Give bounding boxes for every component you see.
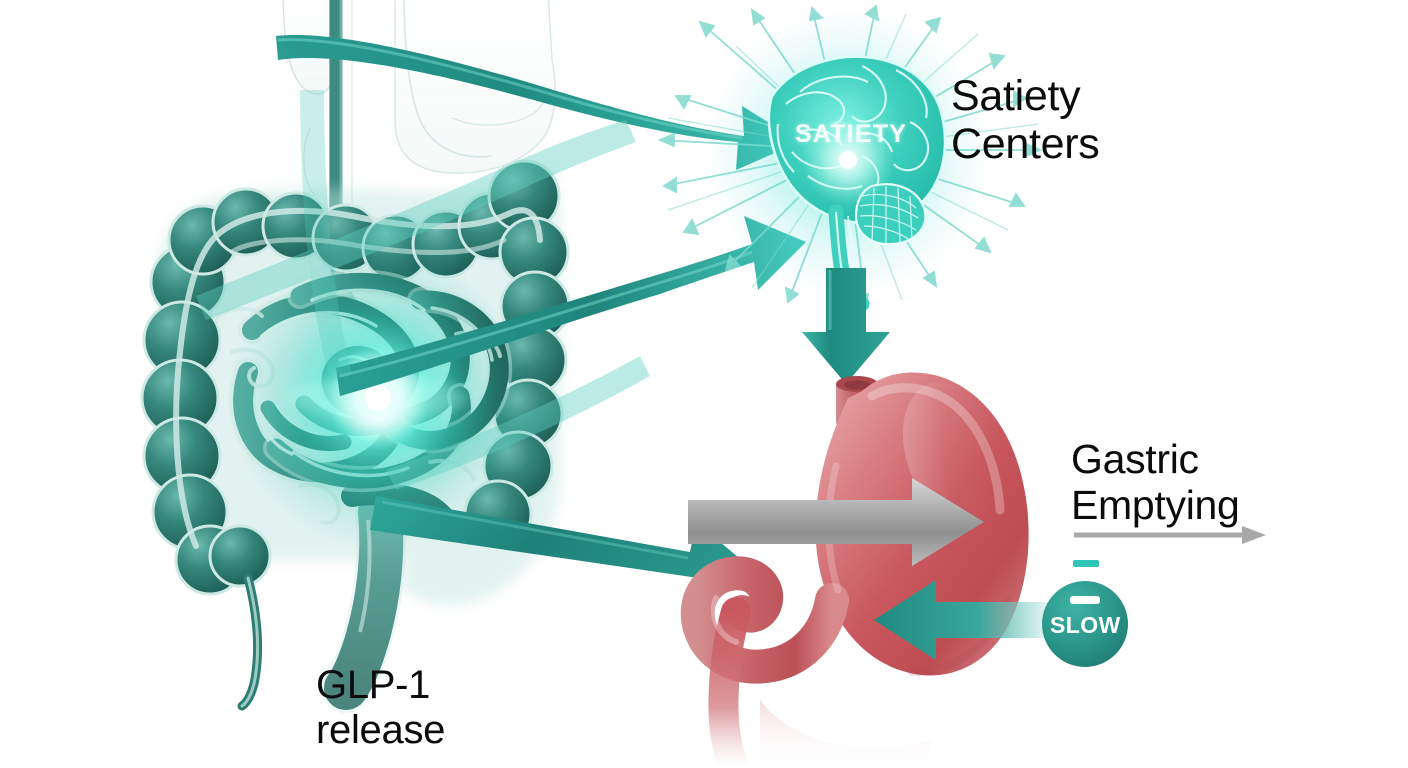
- slow-badge[interactable]: [1042, 581, 1128, 667]
- appendix: [208, 524, 272, 711]
- brain: [706, 10, 990, 312]
- label-brain-satiety-overlay: SATIETY: [794, 120, 908, 148]
- gut-to-brain-lower: [336, 216, 806, 396]
- label-gastric-emptying: Gastric Emptying: [1071, 436, 1240, 528]
- gastric-emptying-slow-arrow: [874, 580, 1076, 660]
- brain-to-stomach-arrow: [802, 268, 890, 384]
- label-satiety-centers: Satiety Centers: [951, 72, 1100, 169]
- rate-legend: [1073, 526, 1266, 567]
- gut-to-stomach-arrow: [370, 496, 756, 608]
- glp1-glow: [228, 248, 528, 548]
- stomach: [680, 372, 1029, 768]
- label-slow-badge-text: SLOW: [1050, 612, 1121, 638]
- ribbon-overlay-gut: [196, 90, 650, 490]
- label-glp1-release: GLP-1 release: [316, 663, 446, 752]
- gut-to-brain-upper: [276, 35, 800, 171]
- gastric-emptying-forward-arrow: [688, 478, 984, 566]
